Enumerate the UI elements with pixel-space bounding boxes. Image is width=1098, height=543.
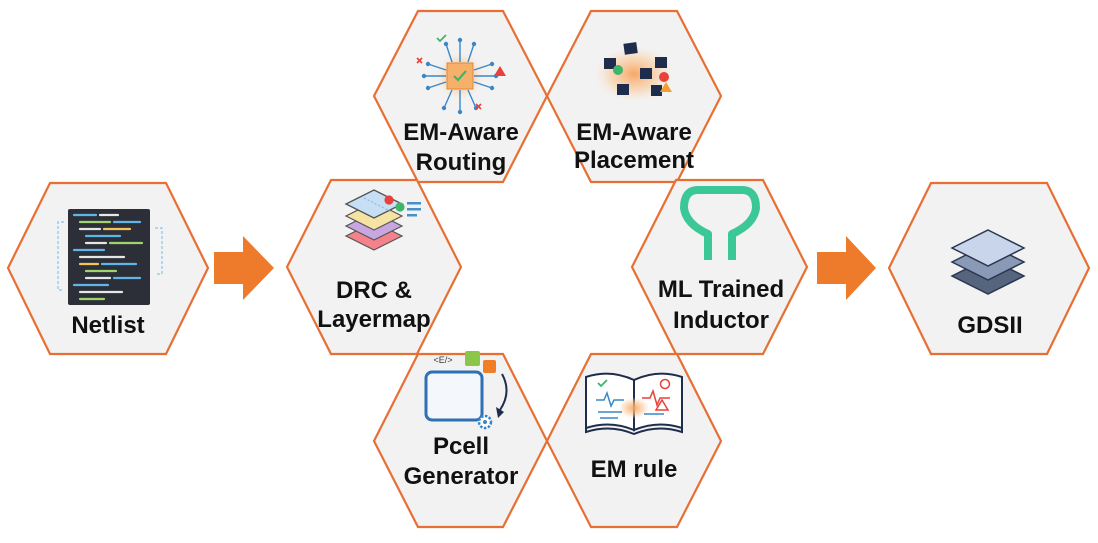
netlist-code-icon — [57, 209, 163, 305]
em-routing-label-line1: EM-Aware — [403, 119, 519, 146]
routing-chip-icon — [416, 34, 506, 115]
pcell-generator-icon: <E/> — [424, 351, 508, 430]
code-tag-text: <E/> — [433, 355, 452, 365]
pcell-node: <E/> Pcell Generator — [372, 351, 549, 529]
drc-label-line2: Layermap — [317, 306, 430, 333]
netlist-label: Netlist — [71, 312, 144, 339]
ml-inductor-node: ML Trained Inductor — [630, 178, 809, 356]
em-placement-node: EM-Aware Placement — [545, 9, 723, 184]
rule-book-icon — [585, 372, 683, 436]
gds-stack-icon — [950, 229, 1026, 295]
inductor-icon — [680, 186, 760, 260]
arrow-netlist-to-cluster — [214, 236, 274, 300]
em-placement-label-line1: EM-Aware — [576, 119, 692, 146]
ml-inductor-label-line1: ML Trained — [658, 276, 784, 303]
em-rule-node: EM rule — [545, 352, 723, 529]
em-rule-label: EM rule — [591, 456, 678, 483]
arrow-cluster-to-gdsii — [817, 236, 876, 300]
gdsii-node: GDSII — [887, 181, 1091, 356]
pcell-label-line2: Generator — [404, 463, 519, 490]
pcell-label-line1: Pcell — [433, 433, 489, 460]
em-placement-label-line2: Placement — [574, 147, 694, 174]
em-routing-label-line2: Routing — [416, 149, 507, 176]
layer-stack-icon — [344, 189, 421, 251]
netlist-node: Netlist — [6, 181, 210, 356]
ml-inductor-label-line2: Inductor — [673, 307, 769, 334]
drc-node: DRC & Layermap — [285, 178, 463, 356]
drc-hexagon — [285, 178, 463, 356]
placement-blocks-icon — [594, 42, 674, 102]
em-routing-node: EM-Aware Routing — [372, 9, 549, 184]
gdsii-label: GDSII — [957, 312, 1022, 339]
drc-label-line1: DRC & — [336, 277, 412, 304]
